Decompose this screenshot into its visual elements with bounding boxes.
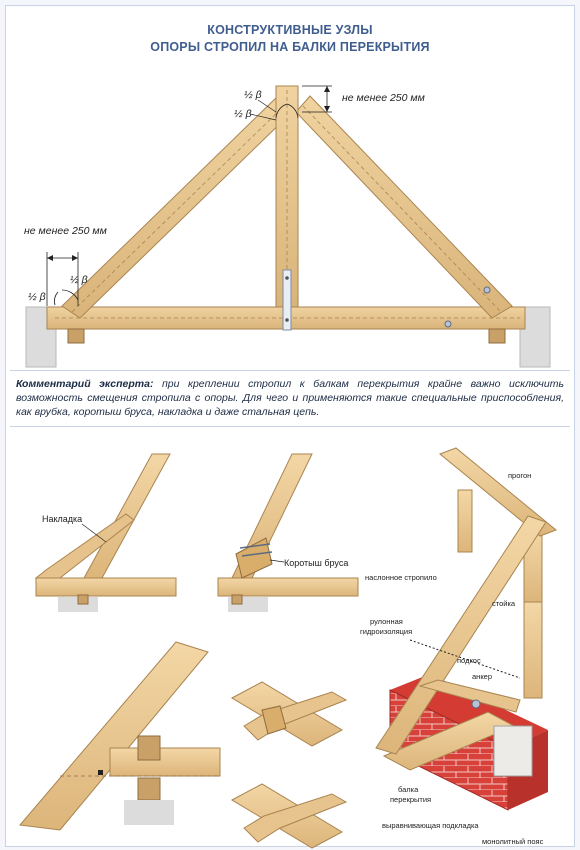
angle-label-1: ½ β <box>244 89 262 101</box>
right-pad <box>488 328 506 344</box>
label-progon: прогон <box>508 471 531 480</box>
comment-text: при креплении стропил к балкам перекрыти… <box>16 378 564 418</box>
label-rulonnaya-2: гидроизоляция <box>360 627 412 636</box>
label-balka-1: балка <box>398 785 419 794</box>
dim-left-label: не менее 250 мм <box>24 225 107 237</box>
left-pad <box>67 328 85 344</box>
label-stoyka: стойка <box>492 599 516 608</box>
bolt <box>483 286 491 294</box>
angle-label-3: ½ β <box>70 274 88 286</box>
detail-3d-joints <box>230 681 348 849</box>
label-rulonnaya-1: рулонная <box>370 617 403 626</box>
expert-comment: Комментарий эксперта: при креплении стро… <box>16 377 564 419</box>
label-balka-2: перекрытия <box>390 795 431 804</box>
divider-top <box>10 370 570 371</box>
title-line-1: КОНСТРУКТИВНЫЕ УЗЛЫ <box>207 23 373 37</box>
detail-vrubka <box>19 641 221 831</box>
bolt <box>444 320 452 328</box>
divider-bottom <box>10 426 570 427</box>
label-anker: анкер <box>472 672 492 681</box>
detail-korotysh: Коротыш бруса <box>217 453 359 612</box>
label-podkos: подкос <box>457 656 481 665</box>
detail-iso-roof: прогон наслонное стропило стойка рулонна… <box>360 447 557 846</box>
comment-label: Комментарий эксперта: <box>16 378 154 390</box>
detail-nakladka: Накладка <box>34 453 177 612</box>
right-rafter <box>295 95 513 319</box>
label-monolit: монолитный пояс <box>482 837 544 846</box>
page-title: КОНСТРУКТИВНЫЕ УЗЛЫ ОПОРЫ СТРОПИЛ НА БАЛ… <box>0 22 580 56</box>
details-diagram: Накладка Коротыш бруса <box>19 447 557 849</box>
dim-top-label: не менее 250 мм <box>342 92 425 104</box>
label-vyravn: выравнивающая подкладка <box>382 821 479 830</box>
angle-label-4: ½ β <box>28 291 46 303</box>
steel-strap <box>282 269 292 331</box>
label-nakladka: Накладка <box>42 514 82 524</box>
label-korotysh: Коротыш бруса <box>284 558 348 568</box>
label-naslonnoe: наслонное стропило <box>365 573 437 582</box>
angle-label-2: ½ β <box>234 108 252 120</box>
title-line-2: ОПОРЫ СТРОПИЛ НА БАЛКИ ПЕРЕКРЫТИЯ <box>150 40 430 54</box>
truss-diagram: не менее 250 мм ½ β ½ β не менее 250 мм … <box>24 85 551 368</box>
left-rafter <box>61 95 293 319</box>
